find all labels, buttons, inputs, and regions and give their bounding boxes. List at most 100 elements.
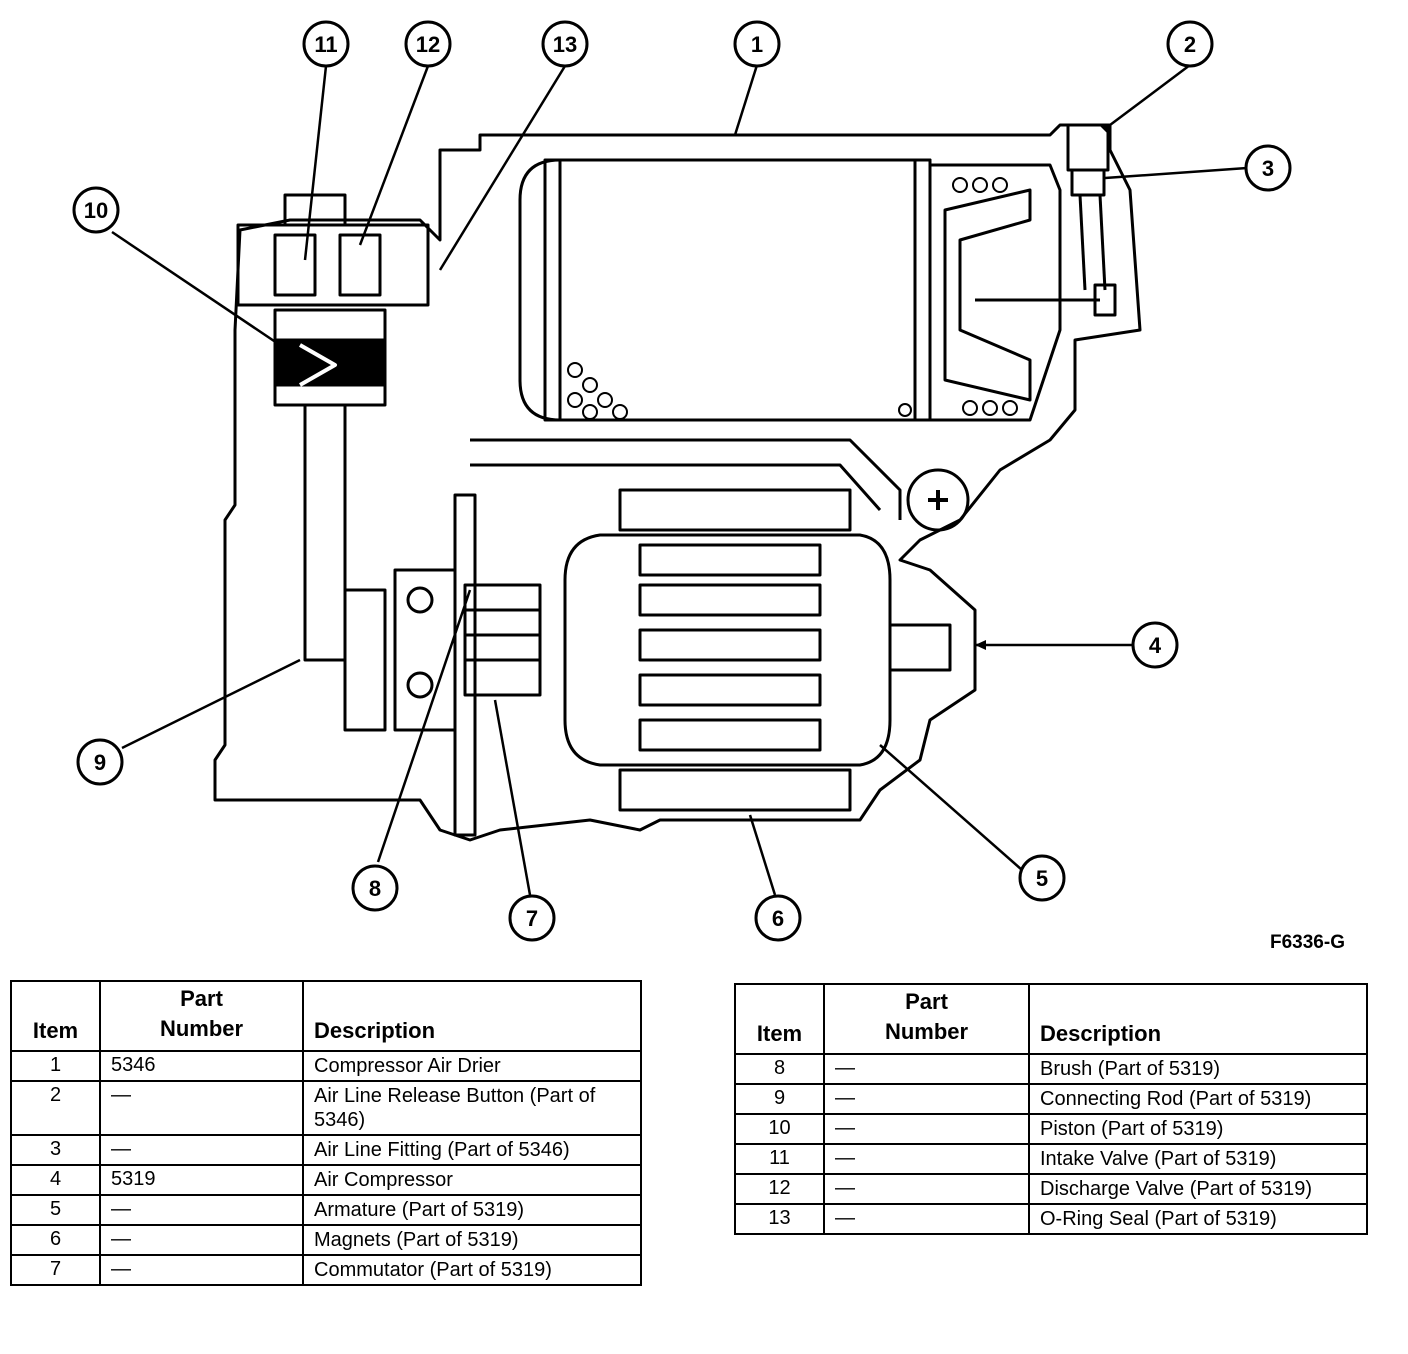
cylinder-head (236, 223, 430, 307)
part-number-cell: — (823, 1053, 1030, 1085)
item-cell: 1 (10, 1050, 101, 1082)
callout-13: 13 (541, 20, 589, 68)
callout-number: 11 (314, 32, 337, 57)
description-cell: Discharge Valve (Part of 5319) (1028, 1173, 1368, 1205)
description-cell: Magnets (Part of 5319) (302, 1224, 642, 1256)
table-row: 8—Brush (Part of 5319) (734, 1053, 1368, 1085)
callout-1: 1 (733, 20, 781, 68)
drier-cartridge (518, 158, 932, 422)
item-cell: 3 (10, 1134, 101, 1166)
description-cell: Air Line Release Button (Part of 5346) (302, 1080, 642, 1136)
part-number-cell: — (823, 1143, 1030, 1175)
connecting-rod (303, 405, 347, 662)
callout-4: 4 (1131, 621, 1179, 669)
item-cell: 5 (10, 1194, 101, 1226)
drier-cartridge-end (543, 158, 562, 422)
part-number-cell: — (823, 1203, 1030, 1235)
description-cell: Piston (Part of 5319) (1028, 1113, 1368, 1145)
column-header-description: Description (302, 980, 642, 1052)
column-header-item: Item (10, 980, 101, 1052)
armature (563, 533, 892, 767)
callout-2: 2 (1166, 20, 1214, 68)
item-cell: 12 (734, 1173, 825, 1205)
commutator (463, 583, 542, 697)
callout-circle (1166, 20, 1214, 68)
callout-number: 4 (1149, 633, 1162, 658)
callout-number: 8 (369, 876, 381, 901)
callout-9: 9 (76, 738, 124, 786)
callout-10: 10 (72, 186, 120, 234)
callout-number: 7 (526, 906, 538, 931)
item-cell: 13 (734, 1203, 825, 1235)
table-row: 7—Commutator (Part of 5319) (10, 1254, 642, 1286)
figure-code: F6336-G (1270, 932, 1345, 953)
part-number-cell: — (823, 1113, 1030, 1145)
table-row: 5—Armature (Part of 5319) (10, 1194, 642, 1226)
part-number-cell: 5319 (99, 1164, 304, 1196)
spring-element (943, 188, 1032, 402)
item-cell: 11 (734, 1143, 825, 1175)
end-cap (930, 163, 1062, 422)
leader-arrowheads (975, 125, 1110, 650)
description-cell: Armature (Part of 5319) (302, 1194, 642, 1226)
item-cell: 7 (10, 1254, 101, 1286)
callout-circle (1244, 144, 1292, 192)
table-row: 13—O-Ring Seal (Part of 5319) (734, 1203, 1368, 1235)
callout-number: 6 (772, 906, 784, 931)
crank (343, 588, 387, 732)
callout-circle (541, 20, 589, 68)
table-row: 10—Piston (Part of 5319) (734, 1113, 1368, 1145)
part-number-cell: — (823, 1083, 1030, 1115)
callout-number: 2 (1184, 32, 1196, 57)
part-number-cell: — (99, 1254, 304, 1286)
callout-circle (404, 20, 452, 68)
description-cell: Intake Valve (Part of 5319) (1028, 1143, 1368, 1175)
callout-number: 3 (1262, 156, 1274, 181)
item-cell: 6 (10, 1224, 101, 1256)
callout-5: 5 (1018, 854, 1066, 902)
armature-lamination (638, 583, 822, 617)
callout-3: 3 (1244, 144, 1292, 192)
callout-circle (351, 864, 399, 912)
description-cell: Air Compressor (302, 1164, 642, 1196)
callout-circle (302, 20, 350, 68)
table-row: 9—Connecting Rod (Part of 5319) (734, 1083, 1368, 1115)
magnet-top (618, 488, 852, 532)
drier-housing (213, 123, 1142, 842)
callout-circle (508, 894, 556, 942)
description-cell: Commutator (Part of 5319) (302, 1254, 642, 1286)
air-line-release-button (1066, 123, 1110, 172)
table-row: 3—Air Line Fitting (Part of 5346) (10, 1134, 642, 1166)
description-cell: O-Ring Seal (Part of 5319) (1028, 1203, 1368, 1235)
callout-8: 8 (351, 864, 399, 912)
motor-shaft (888, 623, 952, 672)
item-cell: 8 (734, 1053, 825, 1085)
callout-number: 10 (84, 198, 108, 223)
discharge-valve (338, 233, 382, 297)
armature-lamination (638, 718, 822, 752)
leader-lines (111, 64, 1248, 896)
table-row: 12—Discharge Valve (Part of 5319) (734, 1173, 1368, 1205)
callout-circle (1131, 621, 1179, 669)
part-number-cell: — (823, 1173, 1030, 1205)
callout-7: 7 (508, 894, 556, 942)
end-plate (453, 493, 477, 837)
item-cell: 2 (10, 1080, 101, 1136)
description-cell: Connecting Rod (Part of 5319) (1028, 1083, 1368, 1115)
armature-lamination (638, 673, 822, 707)
callout-number: 5 (1036, 866, 1048, 891)
desiccant-beads (567, 177, 1018, 420)
callout-number: 12 (416, 32, 440, 57)
drier-cartridge-end-right (913, 158, 932, 422)
air-line-fitting (1070, 168, 1106, 197)
callout-number: 1 (751, 32, 763, 57)
description-cell: Brush (Part of 5319) (1028, 1053, 1368, 1085)
armature-lamination (638, 543, 822, 577)
armature-lamination (638, 628, 822, 662)
callout-11: 11 (302, 20, 350, 68)
description-cell: Air Line Fitting (Part of 5346) (302, 1134, 642, 1166)
